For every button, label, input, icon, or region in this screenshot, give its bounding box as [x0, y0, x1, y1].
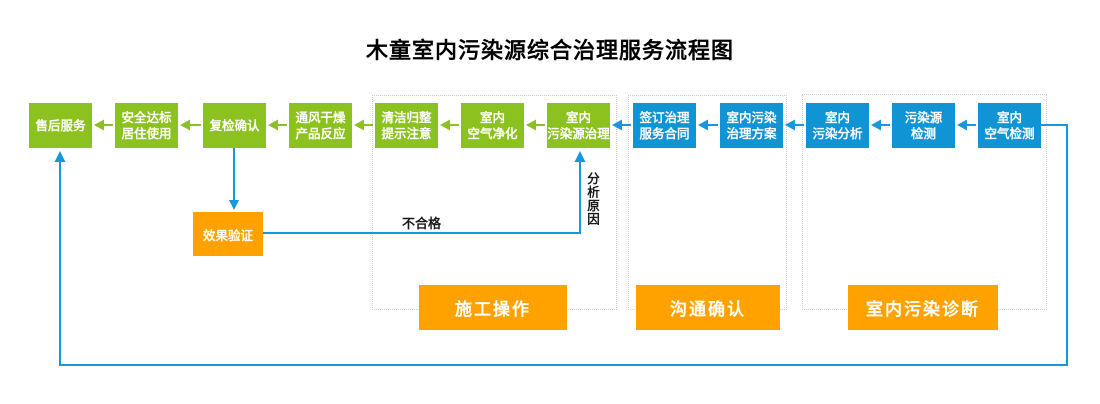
arrow-to-ventilation-drying — [354, 119, 373, 131]
arrow-to-treatment-plan — [785, 119, 804, 131]
group-label-diagnosis: 室内污染诊断 — [848, 285, 998, 330]
step-effect-verification: 效果验证 — [193, 212, 263, 256]
arrow-to-source-detection — [957, 119, 976, 131]
step-indoor-pollution-analysis: 室内 污染分析 — [806, 103, 869, 148]
edge-label-unqualified: 不合格 — [402, 216, 442, 231]
step-pollution-source-detection: 污染源 检测 — [892, 103, 955, 148]
arrow-to-air-purification — [526, 119, 545, 131]
step-sign-service-contract: 签订治理 服务合同 — [633, 103, 696, 148]
step-indoor-air-detection: 室内 空气检测 — [978, 103, 1041, 148]
edge-label-analyze-cause: 分析原因 — [585, 172, 599, 226]
arrow-to-source-treatment — [612, 119, 631, 131]
page-title: 木童室内污染源综合治理服务流程图 — [365, 38, 734, 63]
arrow-to-cleanup-notice — [440, 119, 459, 131]
step-cleanup-notice: 清洁归整 提示注意 — [375, 103, 438, 148]
arrow-to-safety-standard — [180, 119, 201, 131]
arrow-to-pollution-analysis — [871, 119, 890, 131]
step-ventilation-drying: 通风干燥 产品反应 — [289, 103, 352, 148]
arrow-main-feedback-loop — [54, 124, 1068, 366]
step-safety-standard-living: 安全达标 居住使用 — [115, 103, 178, 148]
group-label-communication: 沟通确认 — [636, 285, 780, 330]
step-pollution-source-treatment: 室内 污染源治理 — [547, 103, 610, 148]
group-label-construction: 施工操作 — [419, 285, 567, 330]
arrow-to-sign-contract — [698, 119, 718, 131]
step-indoor-air-purification: 室内 空气净化 — [461, 103, 524, 148]
step-recheck-confirm: 复检确认 — [203, 103, 266, 148]
arrow-fail-feedback-loop — [263, 151, 586, 234]
step-treatment-plan: 室内污染 治理方案 — [720, 103, 783, 148]
arrow-to-after-sales-service — [94, 119, 113, 131]
arrow-to-recheck-confirm — [268, 119, 287, 131]
arrow-recheck-to-effect-verification — [229, 148, 239, 210]
step-after-sales-service: 售后服务 — [29, 103, 92, 148]
